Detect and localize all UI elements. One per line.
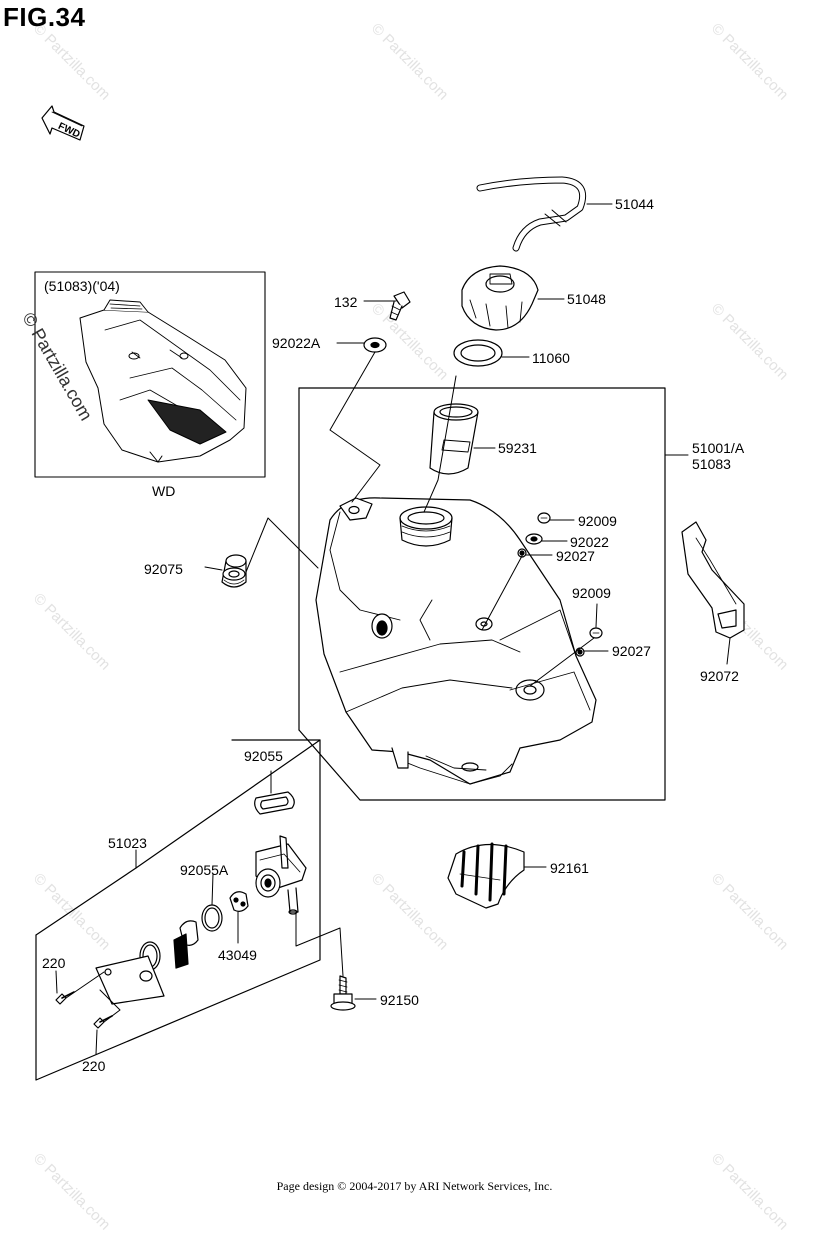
callout-92075: 92075: [144, 561, 183, 577]
inset-frame: [34, 271, 266, 478]
gasket-92055: [254, 791, 295, 815]
parts-diagram-page: © Partzilla.com © Partzilla.com © Partzi…: [3, 2, 791, 1233]
hardware-screws: [517, 512, 603, 657]
grommet-92075: [221, 554, 247, 588]
callout-43049: 43049: [218, 947, 257, 963]
petcock-lever: [229, 891, 249, 912]
callout-51023: 51023: [108, 835, 147, 851]
tank-group-bracket: [298, 387, 666, 801]
callout-59231: 59231: [498, 440, 537, 456]
bolt-92150: [330, 975, 356, 1011]
rubber-strap: [681, 521, 745, 639]
inset-caption-bottom: WD: [152, 483, 176, 499]
callout-92161: 92161: [550, 860, 589, 876]
callout-51001a: 51001/A: [692, 440, 745, 456]
callout-92009-top: 92009: [578, 513, 617, 529]
fuel-filter: [429, 403, 479, 475]
callout-51044: 51044: [615, 196, 654, 212]
fuel-tank: [315, 497, 597, 785]
callout-92055: 92055: [244, 748, 283, 764]
callout-92150: 92150: [380, 992, 419, 1008]
figure-title: FIG.34: [3, 2, 86, 32]
fwd-arrow-icon: FWD: [41, 105, 85, 141]
breather-hose: [476, 176, 587, 252]
callout-51048: 51048: [567, 291, 606, 307]
screw-220: [55, 991, 113, 1029]
page-footer: Page design © 2004-2017 by ARI Network S…: [276, 1179, 553, 1193]
callout-92009-bottom: 92009: [572, 585, 611, 601]
tank-damper: [447, 842, 525, 909]
callout-11060: 11060: [532, 350, 570, 366]
inset-caption-top: (51083)('04): [44, 278, 120, 294]
bolt-132: [389, 291, 411, 321]
leader-lines: [55, 203, 731, 1055]
fuel-cap: [461, 265, 539, 331]
inset-tank-drawing: [79, 299, 247, 463]
callout-220-top: 220: [42, 955, 66, 971]
callout-92022: 92022: [570, 534, 609, 550]
fuel-petcock: [255, 835, 307, 915]
callout-132: 132: [334, 294, 358, 310]
petcock-cover-plate: [95, 955, 165, 1005]
callout-92027-top: 92027: [556, 548, 595, 564]
petcock-filter-screen: [173, 920, 199, 969]
callout-92055a: 92055A: [180, 862, 229, 878]
callout-92027-bottom: 92027: [612, 643, 651, 659]
callout-51083: 51083: [692, 456, 731, 472]
exploded-view-drawing: FWD: [34, 105, 745, 1081]
callout-92072: 92072: [700, 668, 739, 684]
callout-220-bottom: 220: [82, 1058, 106, 1074]
callout-92022a: 92022A: [272, 335, 321, 351]
cap-gasket: [453, 339, 503, 367]
petcock-group-bracket: [35, 739, 321, 1081]
